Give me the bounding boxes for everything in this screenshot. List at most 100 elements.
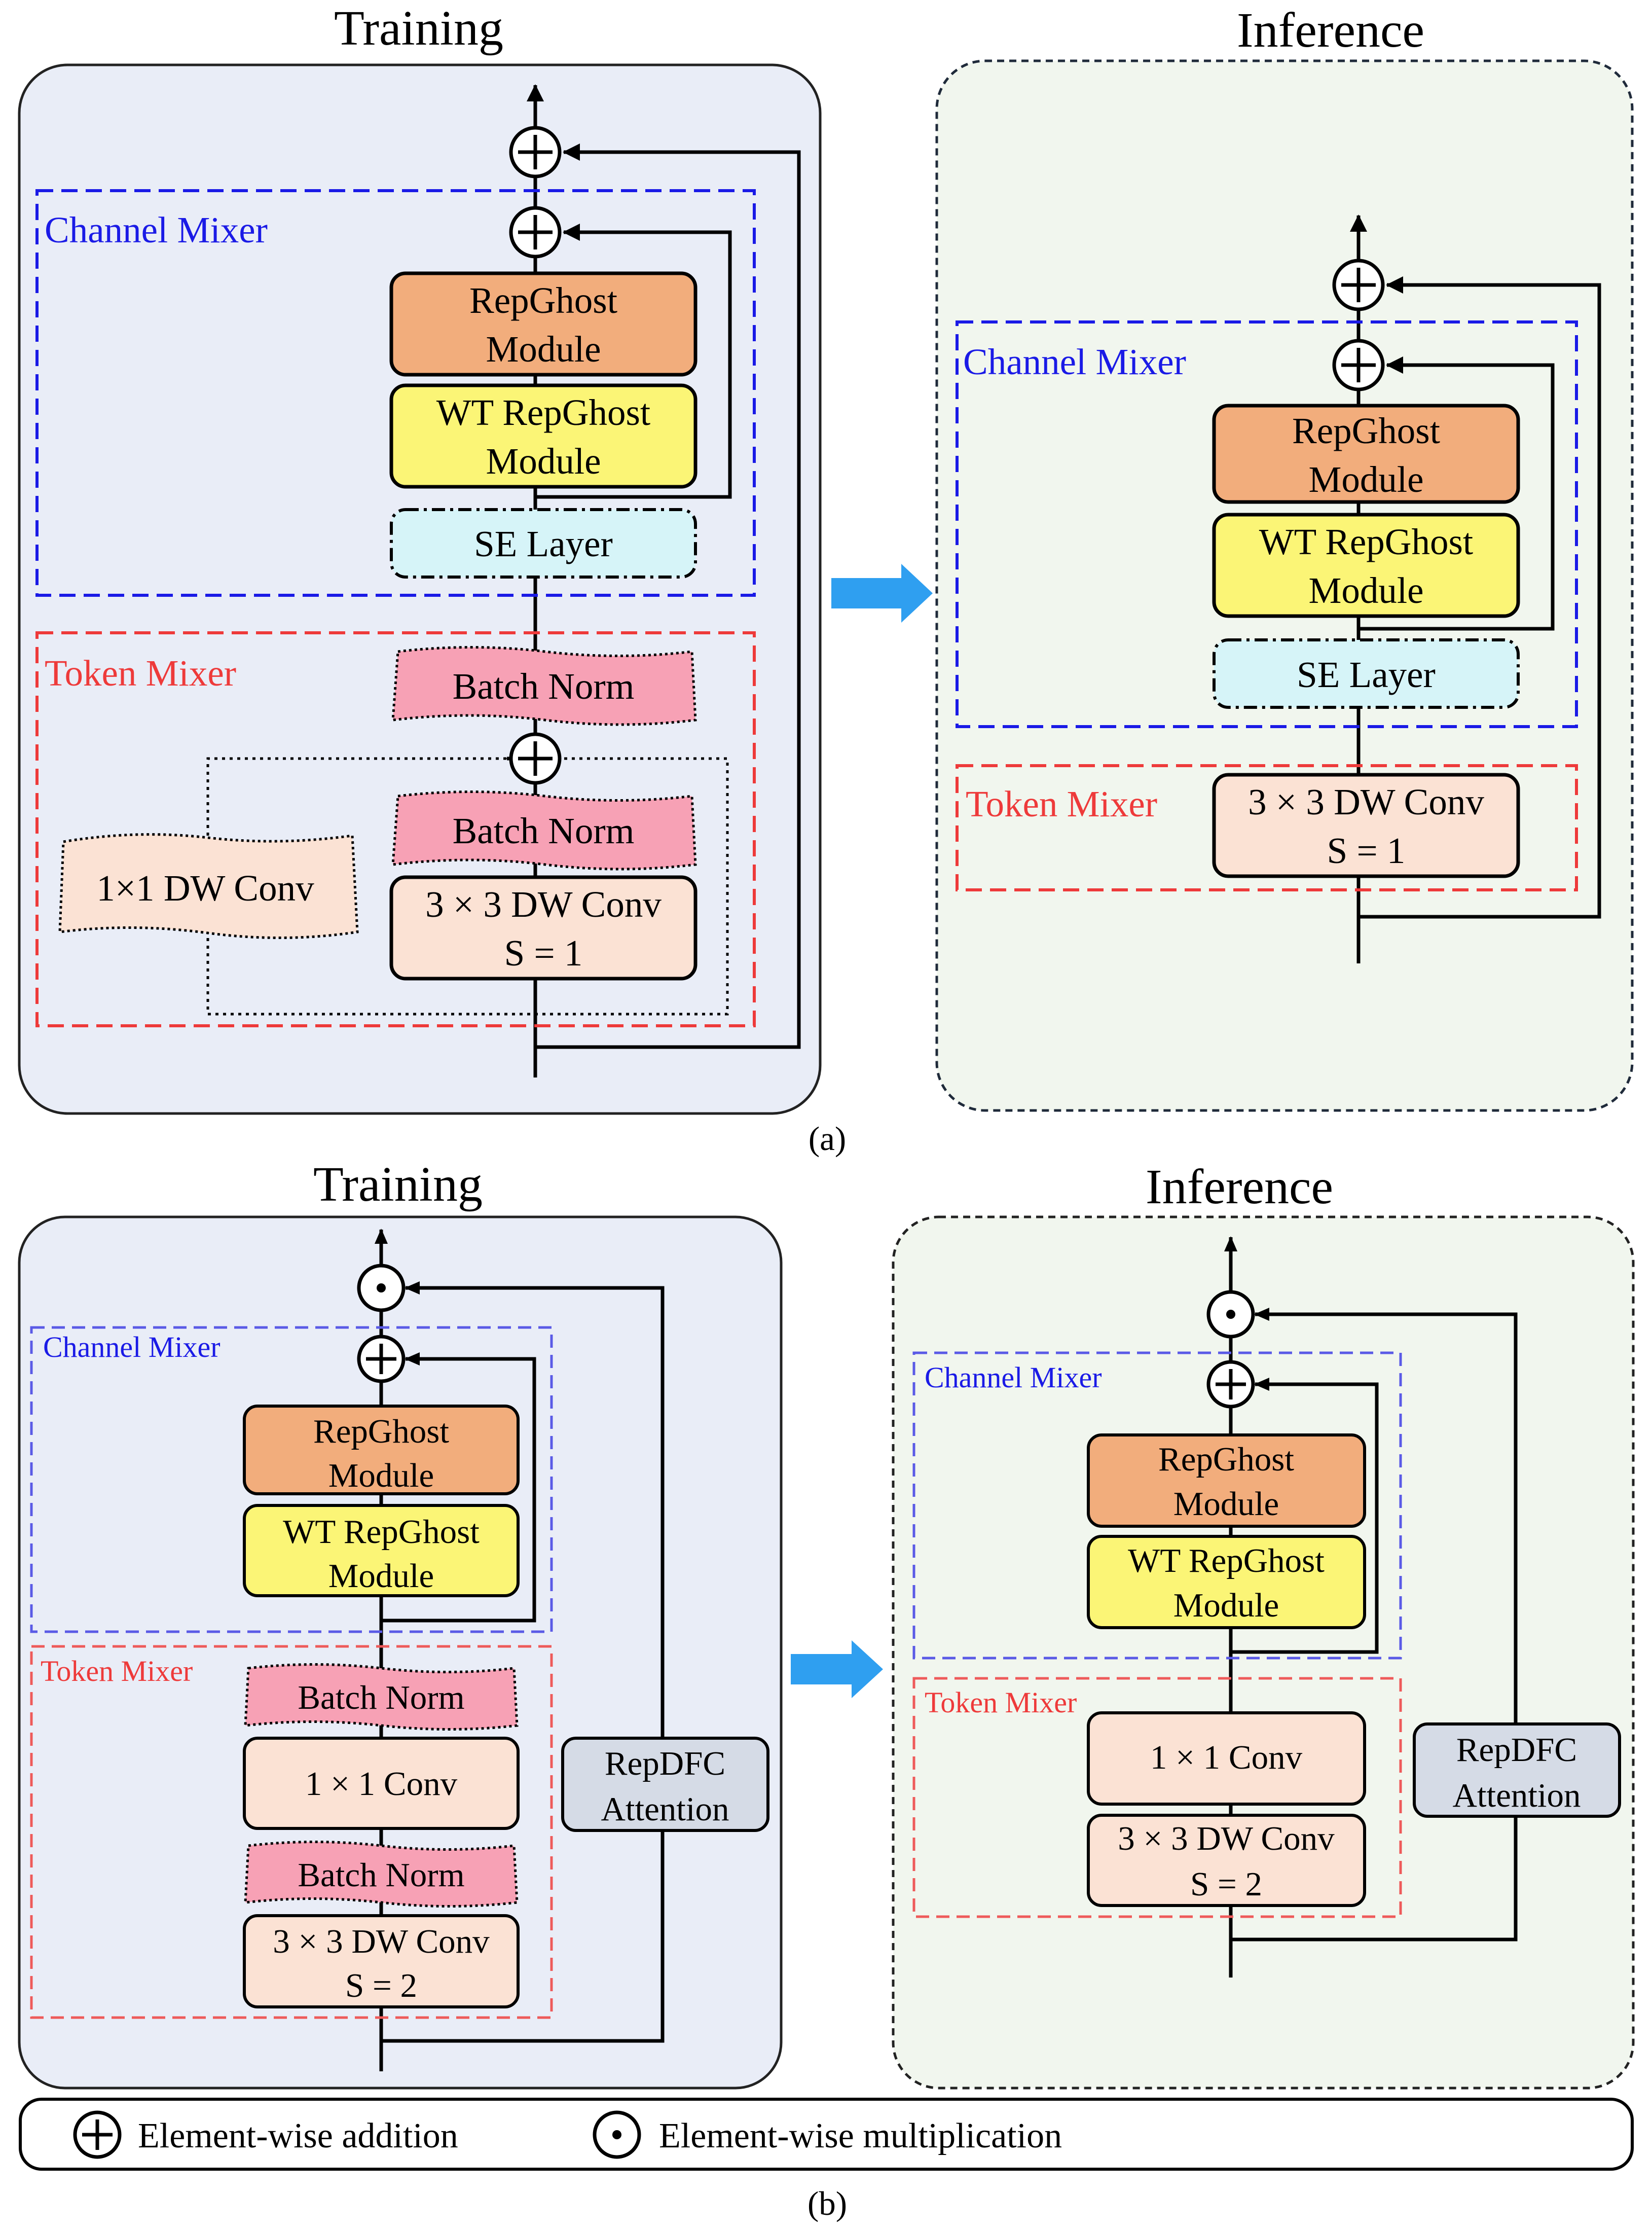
dw-conv-3x3-line1: 3 × 3 DW Conv	[1118, 1820, 1335, 1857]
se-layer	[390, 508, 697, 579]
repghost-module-line2: Module	[1173, 1485, 1279, 1523]
figure-a: Training Channel Mixer Token Mixer RepGh…	[18, 1, 1634, 1158]
figure-a-inference-panel: Inference Channel Mixer Token Mixer RepG…	[935, 3, 1634, 1112]
dot-icon	[1226, 1310, 1235, 1319]
batch-norm-mid	[391, 790, 697, 871]
figure-b-caption: (b)	[807, 2185, 847, 2222]
batch-norm-top-label: Batch Norm	[298, 1679, 464, 1716]
figure-a-training-panel: Training Channel Mixer Token Mixer RepGh…	[18, 1, 822, 1115]
token-mixer-box	[912, 1677, 1402, 1918]
wt-repghost-module	[389, 383, 697, 489]
figure-b-training-panel: Training Channel Mixer Token Mixer RepGh…	[18, 1157, 783, 2090]
figure-b: Training Channel Mixer Token Mixer RepGh…	[18, 1157, 1635, 2222]
dot-icon	[612, 2130, 621, 2139]
wt-repghost-module-line2: Module	[1173, 1587, 1279, 1624]
repghost-module-line1: RepGhost	[313, 1413, 449, 1450]
legend: Element-wise addition Element-wise multi…	[19, 2098, 1634, 2171]
repghost-module-line1: RepGhost	[1158, 1441, 1294, 1478]
wt-repghost-module-line2: Module	[1308, 570, 1423, 611]
token-mixer-label: Token Mixer	[45, 653, 236, 694]
channel-mixer-label: Channel Mixer	[45, 209, 268, 250]
outer-skip-connection	[535, 143, 801, 1049]
batch-norm-top	[244, 1663, 519, 1731]
dw-conv-1x1-label: 1×1 DW Conv	[96, 868, 314, 909]
dw-conv-3x3-line1: 3 × 3 DW Conv	[1248, 781, 1484, 822]
inner-skip-connection	[381, 1352, 536, 1623]
conv-1x1	[1087, 1711, 1366, 1806]
token-mixer-box	[35, 631, 756, 1027]
right-arrow-icon	[791, 1640, 883, 1698]
legend-addition-label: Element-wise addition	[138, 2116, 458, 2155]
dw-conv-3x3-line2: S = 2	[345, 1967, 417, 2004]
wt-repghost-module-line1: WT RepGhost	[1128, 1542, 1325, 1579]
batch-norm-bottom-label: Batch Norm	[298, 1856, 464, 1894]
repghost-module	[243, 1405, 520, 1495]
wt-repghost-module-line1: WT RepGhost	[436, 392, 650, 433]
token-mixer-label: Token Mixer	[966, 783, 1157, 824]
plus-icon	[1341, 348, 1376, 382]
token-mixer-label: Token Mixer	[41, 1655, 193, 1687]
repdfc-attention	[561, 1737, 769, 1832]
batch-norm-mid-label: Batch Norm	[453, 810, 635, 851]
se-layer	[1213, 638, 1520, 709]
repghost-module-line2: Module	[328, 1457, 434, 1494]
wt-repghost-module	[1212, 513, 1520, 618]
batch-norm-top-label: Batch Norm	[453, 666, 635, 707]
wt-repghost-module	[1087, 1535, 1366, 1629]
transform-arrow-b	[791, 1640, 883, 1698]
token-mixer-label: Token Mixer	[925, 1686, 1077, 1719]
inner-skip-connection	[1359, 356, 1555, 631]
figure-b-inference-panel: Inference Channel Mixer Token Mixer RepG…	[892, 1160, 1635, 2090]
repdfc-attention	[1413, 1722, 1621, 1818]
batch-norm-top	[391, 646, 697, 726]
figure-a-training-title: Training	[334, 1, 503, 56]
plus-icon	[518, 215, 553, 249]
plus-icon	[518, 741, 553, 776]
dw-conv-1x1	[58, 833, 359, 939]
wt-repghost-module-line2: Module	[486, 441, 601, 482]
token-mixer-box	[956, 764, 1578, 891]
channel-mixer-label: Channel Mixer	[43, 1331, 221, 1363]
figure-a-inference-title: Inference	[1237, 3, 1424, 58]
training-panel-background	[18, 1215, 783, 2090]
outer-skip-connection	[1359, 276, 1601, 919]
repghost-module	[1087, 1433, 1366, 1528]
attention-branch	[381, 1281, 665, 2043]
dw-conv-3x3	[243, 1914, 520, 2008]
legend-box	[19, 2098, 1634, 2171]
dw-conv-3x3	[1087, 1814, 1366, 1907]
attention-branch	[1231, 1308, 1518, 1942]
se-layer-label: SE Layer	[1297, 654, 1436, 695]
plus-icon	[518, 135, 553, 169]
channel-mixer-box	[30, 1326, 553, 1633]
channel-mixer-label: Channel Mixer	[963, 341, 1186, 382]
channel-mixer-box	[912, 1351, 1402, 1660]
legend-multiplication-label: Element-wise multiplication	[659, 2116, 1062, 2155]
figure-a-caption: (a)	[809, 1120, 846, 1158]
repghost-module-line1: RepGhost	[1292, 410, 1440, 451]
repdfc-attention-line1: RepDFC	[1456, 1731, 1577, 1769]
figure-b-inference-title: Inference	[1146, 1160, 1333, 1214]
inner-skip-connection	[1231, 1378, 1379, 1654]
figure-b-training-title: Training	[313, 1157, 483, 1212]
repghost-module	[389, 271, 697, 377]
dw-conv-branch	[206, 757, 729, 1016]
repghost-module	[1212, 404, 1520, 504]
batch-norm-bottom	[244, 1841, 519, 1908]
dw-conv-3x3-line1: 3 × 3 DW Conv	[273, 1923, 490, 1960]
transform-arrow-a	[831, 564, 933, 623]
dw-conv-3x3-line2: S = 2	[1190, 1865, 1262, 1903]
plus-icon	[1216, 1369, 1246, 1399]
dw-conv-3x3	[1212, 773, 1520, 878]
repdfc-attention-line2: Attention	[1452, 1777, 1581, 1814]
repghost-module-line2: Module	[486, 329, 601, 370]
dot-icon	[377, 1283, 386, 1292]
dw-conv-3x3	[389, 875, 697, 981]
repghost-module-line1: RepGhost	[469, 280, 617, 321]
right-arrow-icon	[831, 564, 933, 623]
wt-repghost-module-line1: WT RepGhost	[283, 1513, 480, 1551]
repdfc-attention-line1: RepDFC	[605, 1745, 725, 1782]
dw-conv-3x3-line2: S = 1	[1327, 830, 1406, 871]
plus-icon	[366, 1344, 396, 1374]
